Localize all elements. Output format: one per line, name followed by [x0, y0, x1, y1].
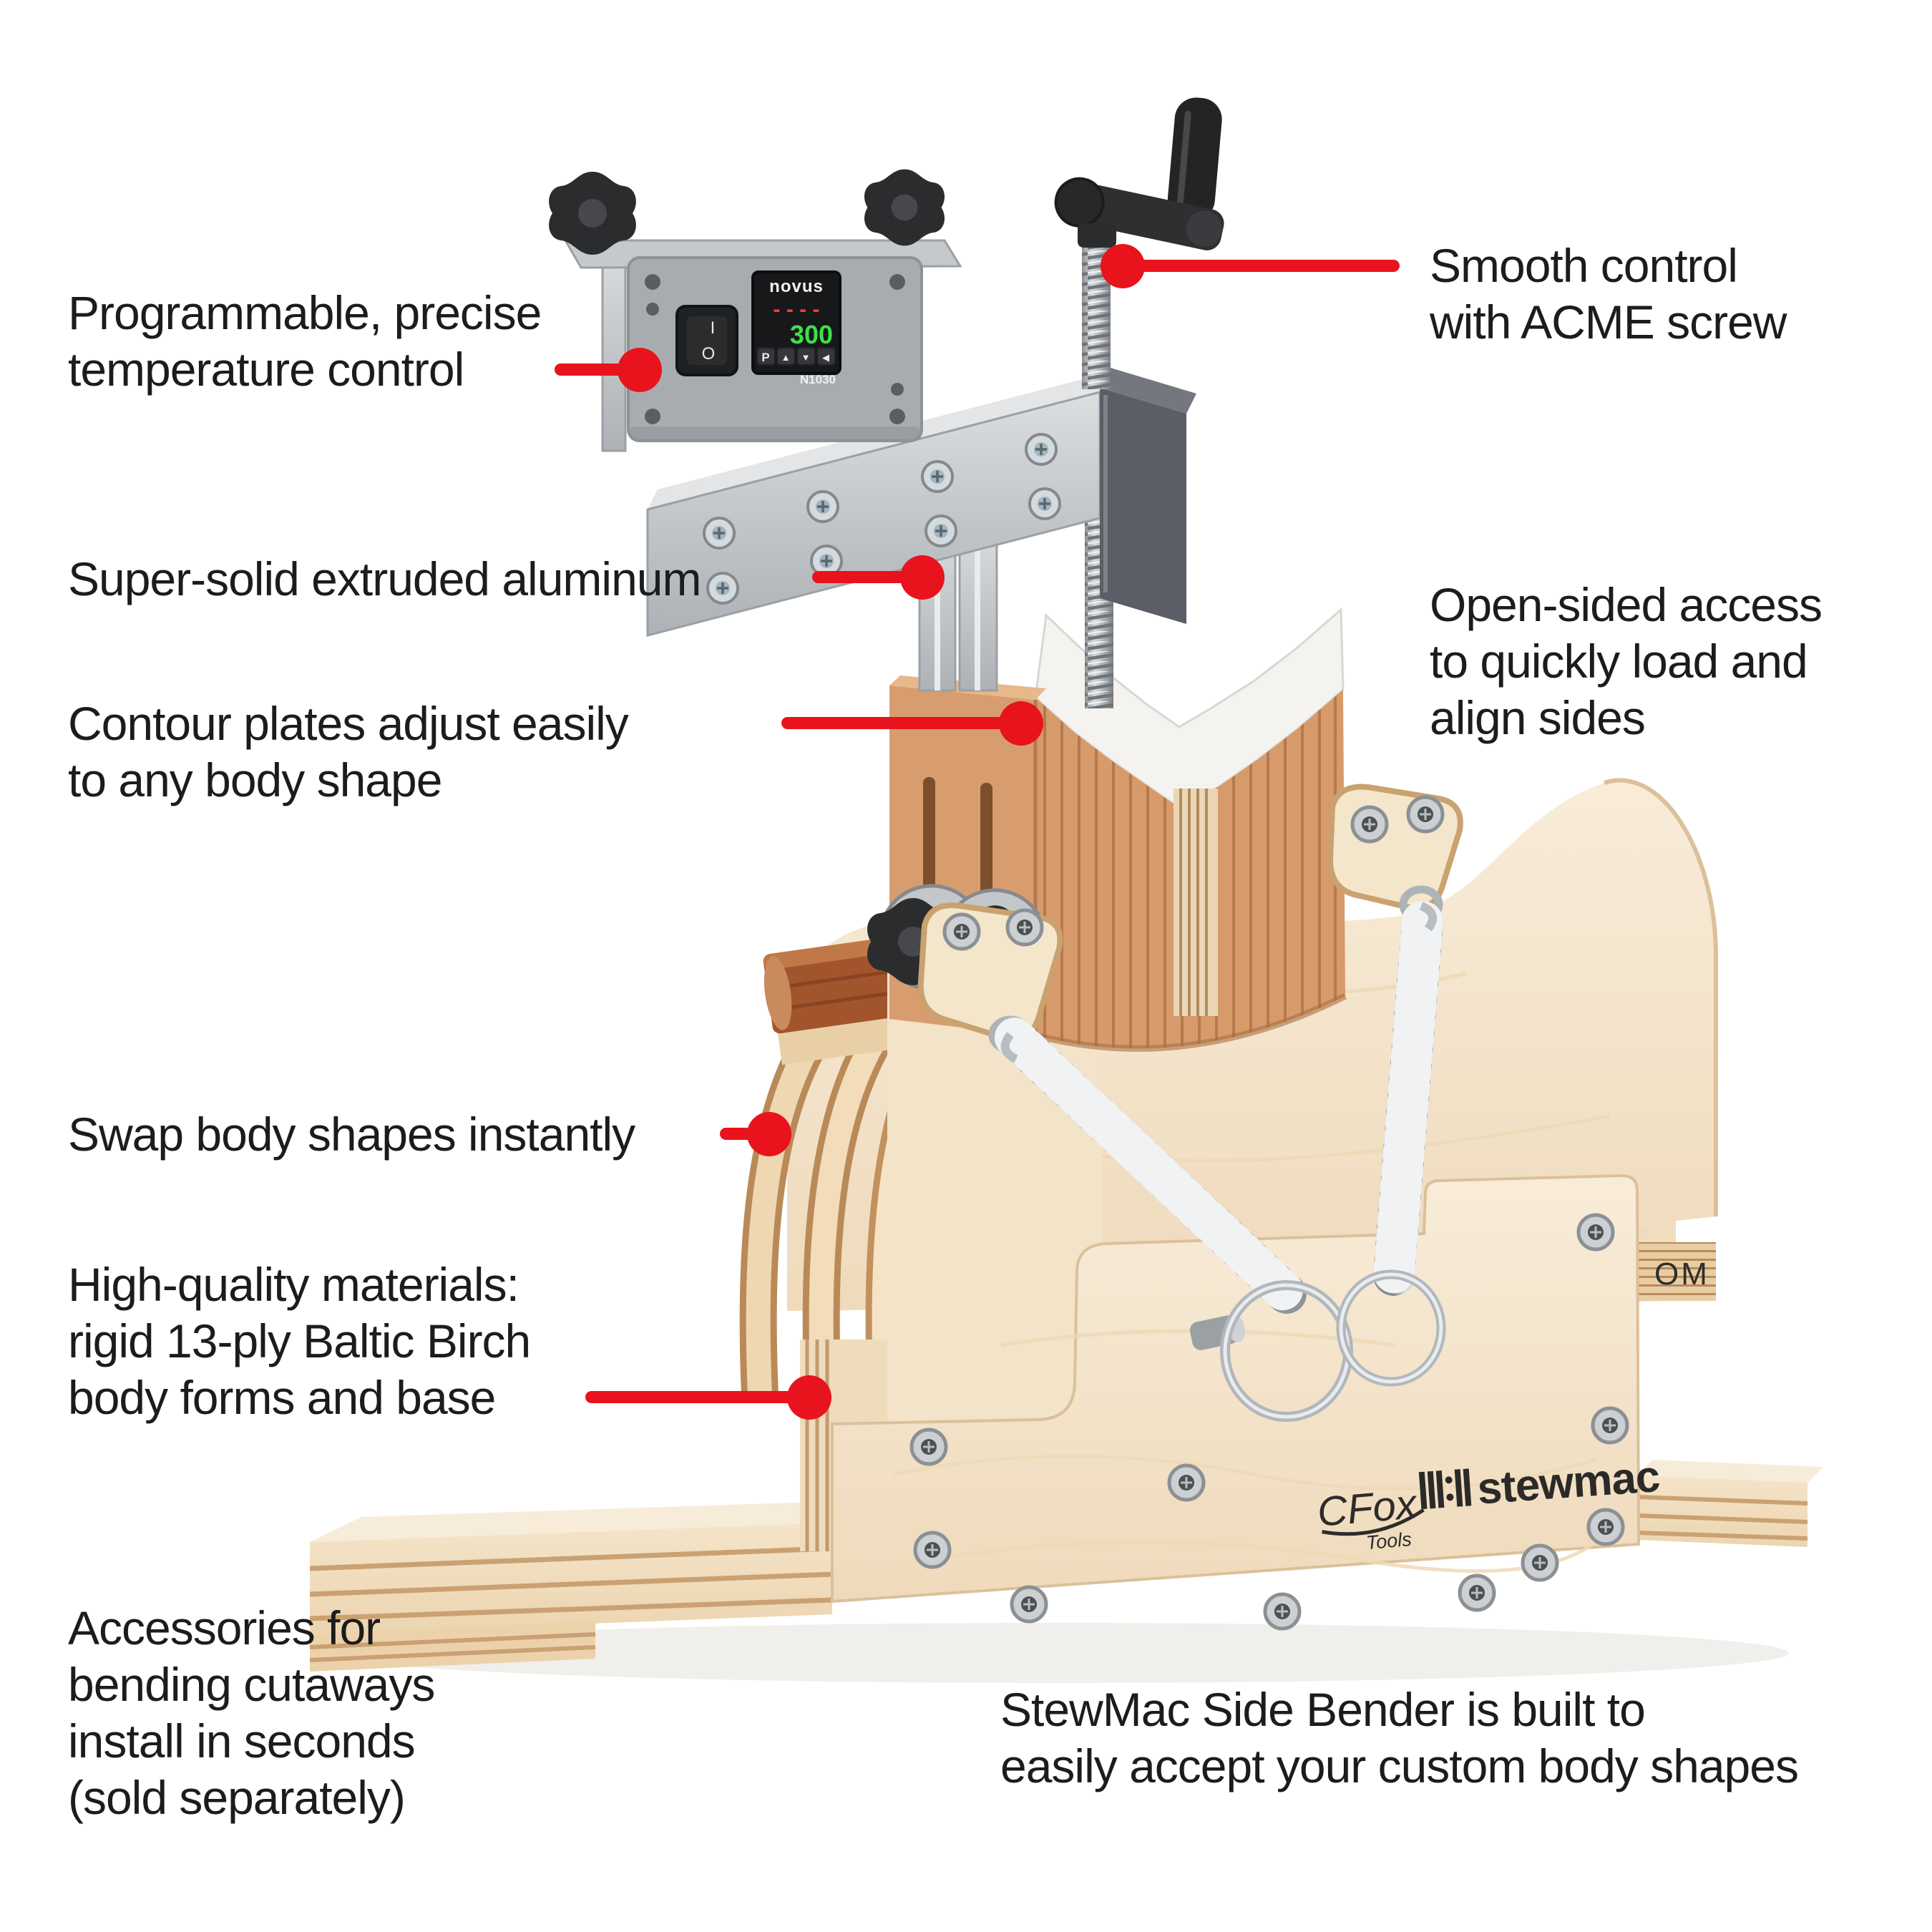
leader-dot [787, 1375, 831, 1420]
label-open-sided-access: Open-sided access to quickly load and al… [1430, 577, 1823, 746]
annotation-line: Open-sided access [1430, 578, 1823, 631]
label-accessories: Accessories for bending cutaways install… [68, 1600, 435, 1826]
key-left[interactable]: ◀ [822, 352, 829, 363]
cfox-tools-logo: CFox Tools [1315, 1480, 1425, 1553]
controller-keys[interactable]: P ▲ ▼ ◀ [756, 347, 836, 366]
annotation-line: Contour plates adjust easily [68, 697, 629, 750]
spring-right [1373, 901, 1443, 1296]
annotation-line: easily accept your custom body shapes [1000, 1740, 1799, 1792]
leader-contour-plates [781, 701, 1043, 746]
form-size-label: OM [1654, 1257, 1709, 1292]
leader-smooth-control [1101, 243, 1400, 288]
arm-end-block-top [1100, 368, 1196, 414]
key-down[interactable]: ▼ [801, 352, 811, 363]
annotation-line: body forms and base [68, 1371, 496, 1424]
annotation-line: Accessories for [68, 1601, 381, 1654]
led-setpoint: 300 [790, 320, 833, 349]
annotation-line: Smooth control [1430, 239, 1738, 292]
leader-temperature-control [555, 347, 662, 392]
annotation-line: rigid 13-ply Baltic Birch [68, 1314, 531, 1367]
label-swap-body-shapes: Swap body shapes instantly [68, 1106, 635, 1163]
caption-side-bender: StewMac Side Bender is built to easily a… [1000, 1682, 1799, 1795]
leader-swap-body-shapes [720, 1111, 791, 1156]
annotation-line: align sides [1430, 691, 1646, 744]
annotation-line: bending cutaways [68, 1658, 435, 1711]
svg-text:Tools: Tools [1365, 1528, 1413, 1553]
floor-shadow [329, 1623, 1789, 1683]
adjust-slot [923, 777, 935, 897]
leader-dot [1101, 243, 1145, 288]
annotation-line: to quickly load and [1430, 635, 1808, 688]
label-smooth-control: Smooth control with ACME screw [1430, 238, 1787, 351]
leader-dot [747, 1111, 791, 1156]
power-on-mark: I [711, 318, 716, 338]
svg-text:CFox: CFox [1315, 1480, 1420, 1536]
model-n1030: N1030 [800, 373, 836, 386]
clamp-pad-right [1327, 784, 1463, 924]
brand-novus: novus [769, 277, 824, 296]
power-off-mark: O [702, 344, 716, 364]
adjust-slot [980, 783, 992, 903]
leader-dot [618, 347, 662, 392]
label-temperature-control: Programmable, precise temperature contro… [68, 285, 542, 398]
label-extruded-aluminum: Super-solid extruded aluminum [68, 551, 701, 608]
led-upper-row: - - - - [774, 298, 820, 321]
spring-left [995, 1018, 1307, 1314]
annotation-line: StewMac Side Bender is built to [1000, 1683, 1646, 1736]
annotation-line: to any body shape [68, 753, 442, 806]
annotation-line: Super-solid extruded aluminum [68, 552, 701, 605]
mount-knob [864, 169, 945, 246]
temperature-controller: I O novus - - - - 300 P ▲ ▼ ◀ N1030 [549, 169, 962, 452]
leader-dot [900, 555, 945, 600]
key-p[interactable]: P [761, 351, 769, 364]
leader-extruded-aluminum [812, 555, 945, 600]
acme-screw-lower [1085, 518, 1113, 708]
key-up[interactable]: ▲ [781, 352, 791, 363]
annotation-line: with ACME screw [1430, 296, 1787, 348]
crank-handle [1054, 97, 1224, 250]
annotation-line: (sold separately) [68, 1771, 406, 1824]
leader-materials [585, 1375, 831, 1420]
label-contour-plates: Contour plates adjust easily to any body… [68, 696, 629, 809]
annotation-line: High-quality materials: [68, 1258, 519, 1311]
aluminum-arm [646, 368, 1196, 637]
label-materials: High-quality materials: rigid 13-ply Bal… [68, 1257, 531, 1426]
pull-rings[interactable] [1220, 1269, 1446, 1422]
pid-controller: novus - - - - 300 P ▲ ▼ ◀ N1030 [751, 270, 841, 386]
base-planks [309, 1460, 1823, 1672]
power-switch[interactable]: I O [675, 305, 738, 376]
annotation-line: Programmable, precise [68, 286, 542, 339]
arm-end-block [1100, 388, 1186, 624]
leader-dot [999, 701, 1043, 746]
annotation-line: temperature control [68, 343, 464, 396]
annotation-line: install in seconds [68, 1714, 416, 1767]
stewmac-logo: stewmac [1418, 1452, 1661, 1514]
annotation-line: Swap body shapes instantly [68, 1108, 635, 1161]
